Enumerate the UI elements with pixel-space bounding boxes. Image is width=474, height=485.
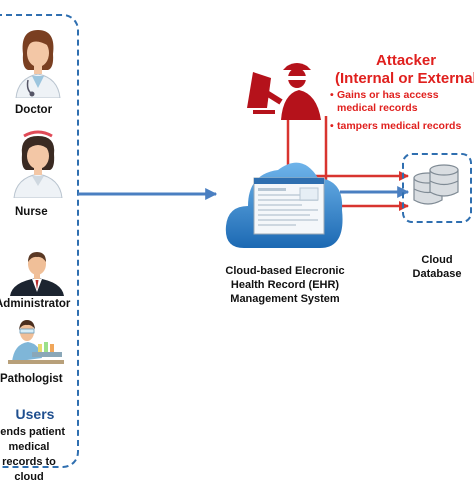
- cloud-caption: Cloud-based Elecronic Health Record (EHR…: [225, 265, 345, 305]
- doctor-icon: [15, 30, 61, 98]
- users-group-box: [0, 14, 79, 468]
- doctor-label: Doctor: [15, 104, 53, 116]
- users-title: Users: [15, 406, 55, 422]
- connector-arrows: [78, 116, 410, 211]
- hacker-icon: [247, 63, 321, 120]
- administrator-label: Administrator: [0, 298, 71, 310]
- attacker-item-bullet-2: •: [330, 120, 334, 132]
- attacker-item-access: Gains or has access: [337, 89, 439, 101]
- database-box: [402, 153, 472, 223]
- ehr-cloud-icon: [225, 162, 343, 248]
- pathologist-label: Pathologist: [0, 373, 63, 385]
- nurse-label: Nurse: [15, 206, 48, 218]
- pathologist-icon: [8, 320, 64, 364]
- attacker-item-bullet: •: [330, 89, 334, 101]
- nurse-icon: [13, 130, 63, 198]
- administrator-icon: [10, 252, 64, 296]
- database-caption: Cloud Database: [412, 254, 462, 280]
- attacker-subtitle: (Internal or External): [335, 70, 474, 87]
- database-icon: [413, 164, 459, 205]
- attacker-title: Attacker: [376, 52, 437, 69]
- attacker-item-access-cont: medical records: [337, 102, 418, 114]
- attacker-item-tamper: tampers medical records: [337, 120, 462, 132]
